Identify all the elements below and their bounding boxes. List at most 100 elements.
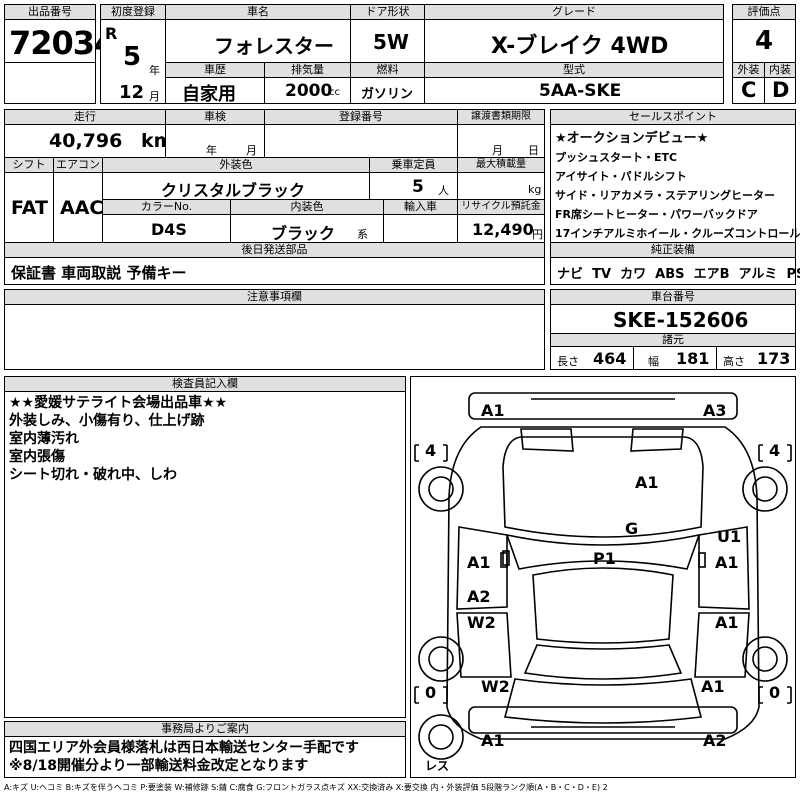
history-label: 車歴 (165, 62, 265, 78)
notes-label: 注意事項欄 (4, 289, 545, 305)
mark-roof: P1 (593, 549, 616, 568)
capacity: 5 (412, 177, 424, 197)
reg-cell: R 5 年 12 月 (100, 19, 166, 104)
grade-cell: X-ブレイク 4WD (424, 19, 724, 63)
shift-label: シフト (4, 157, 54, 173)
mark-r-fender: A1 (715, 553, 739, 572)
length: 464 (593, 349, 627, 368)
chassis-label: 車台番号 (550, 289, 796, 305)
load-cell: kg (457, 172, 545, 200)
reg-year: 5 (123, 42, 142, 72)
inspector-lines: ★★愛媛サテライト会場出品車★★ 外装しみ、小傷有り、仕上げ跡 室内薄汚れ 室内… (9, 395, 228, 483)
inspection-cell: 年 月 (165, 124, 265, 158)
fuel-cell: ガソリン (350, 77, 425, 104)
ac-cell: AAC (53, 172, 103, 243)
mileage: 40,796 (49, 130, 123, 152)
colorno-cell: D4S (102, 214, 231, 243)
height-cell: 高さ 173 (716, 346, 796, 370)
height: 173 (757, 349, 791, 368)
mark-l-quarter: W2 (481, 677, 510, 696)
legend: A:キズ U:ヘコミ B:キズを伴うヘコミ P:要塗装 W:補修跡 S:錆 C:… (4, 783, 608, 792)
shift-cell: FAT (4, 172, 54, 243)
parts-cell: 保証書 車両取説 予備キー (4, 257, 545, 285)
equipment-items: ナビ TV カワ ABS エアB アルミ PS PW (557, 267, 800, 282)
length-cell: 長さ 464 (550, 346, 634, 370)
ext-cell: C (732, 77, 765, 104)
intcolor-cell: ブラック 系 (230, 214, 384, 243)
fuel: ガソリン (361, 87, 414, 102)
inspector-label: 検査員記入欄 (4, 376, 406, 392)
name-cell: フォレスター (165, 19, 351, 63)
office-cell: 四国エリア外会員様落札は西日本輸送センター手配です ※8/18開催分より一部輸送… (4, 736, 406, 778)
width-cell: 幅 181 (633, 346, 717, 370)
shift: FAT (11, 197, 48, 219)
ext-color: クリスタルブラック (161, 181, 306, 200)
capacity-label: 乗車定員 (369, 157, 458, 173)
color-cell: クリスタルブラック (102, 172, 370, 200)
grade: X-ブレイク 4WD (491, 34, 669, 59)
mark-fr-bumper: A3 (703, 401, 727, 420)
tread-rl: 0 (425, 683, 437, 702)
door-type: 5W (373, 30, 409, 54)
parts-label: 後日発送部品 (4, 242, 545, 258)
chassis-cell: SKE-152606 (550, 304, 796, 334)
office-lines: 四国エリア外会員様落札は西日本輸送センター手配です ※8/18開催分より一部輸送… (9, 740, 359, 774)
mileage-cell: 40,796 km (4, 124, 173, 158)
parts: 保証書 車両取説 予備キー (11, 264, 187, 282)
inspector-cell: ★★愛媛サテライト会場出品車★★ 外装しみ、小傷有り、仕上げ跡 室内薄汚れ 室内… (4, 391, 406, 718)
mark-rr-bumper: A2 (703, 731, 727, 750)
mark-l-rdoor-a: A2 (467, 587, 491, 606)
reg-era: R (105, 24, 118, 43)
chassis-number: SKE-152606 (613, 308, 749, 332)
grade-label: グレード (424, 4, 724, 20)
int-color: ブラック (271, 224, 336, 243)
mark-r-fender-u: U1 (717, 527, 742, 546)
capacity-cell: 5 人 (369, 172, 458, 200)
recycle-cell: 12,490 円 (457, 214, 545, 243)
mark-rl-bumper: A1 (481, 731, 505, 750)
disp-cell: 2000 cc (264, 77, 351, 104)
lot-cell: 72034 (4, 19, 116, 63)
fuel-label: 燃料 (350, 62, 425, 78)
ac: AAC (60, 197, 104, 219)
ac-label: エアコン (53, 157, 103, 173)
damage-diagram: A1 A3 A1 G P1 U1 A1 A1 A2 W2 A1 W2 A1 A1… (410, 376, 796, 778)
recycle-label: リサイクル預託金 (457, 199, 545, 215)
mark-hood: A1 (635, 473, 659, 492)
lot-blank (4, 62, 96, 104)
load-label: 最大積載量 (457, 157, 545, 173)
reg-month: 12 (119, 82, 145, 103)
mark-windshield: G (625, 519, 639, 538)
reg-label: 初度登録 (100, 4, 166, 20)
int-grade: D (772, 78, 790, 102)
ext-label: 外装 (732, 62, 765, 78)
mark-fl-bumper: A1 (481, 401, 505, 420)
int-cell: D (764, 77, 796, 104)
door-cell: 5W (350, 19, 425, 63)
regno-cell (264, 124, 458, 158)
displacement: 2000 (285, 81, 333, 101)
transfer-label: 譲渡書類期限 (457, 109, 545, 125)
mark-r-quarter: A1 (701, 677, 725, 696)
width: 181 (676, 349, 710, 368)
office-label: 事務局よりご案内 (4, 721, 406, 737)
car-name: フォレスター (214, 34, 334, 58)
history-cell: 自家用 (165, 77, 265, 105)
tread-rr: 0 (769, 683, 781, 702)
history: 自家用 (182, 84, 236, 105)
mark-l-fdoor: A1 (467, 553, 491, 572)
spare-tire: レス (425, 759, 450, 773)
sales-cell: ★オークションデビュー★ プッシュスタート・ETC アイサイト・パドルシフト サ… (550, 124, 800, 243)
door-label: ドア形状 (350, 4, 425, 20)
color-no: D4S (151, 220, 187, 239)
car-outline-diagram (414, 392, 792, 760)
inspection-label: 車検 (165, 109, 265, 125)
intcolor-label: 内装色 (230, 199, 384, 215)
sales-lines: ★オークションデビュー★ プッシュスタート・ETC アイサイト・パドルシフト サ… (555, 131, 800, 240)
import-cell (383, 214, 458, 243)
lot-label: 出品番号 (4, 4, 96, 20)
specs-label: 諸元 (550, 333, 796, 347)
regno-label: 登録番号 (264, 109, 458, 125)
score-label: 評価点 (732, 4, 796, 20)
notes-cell (4, 304, 545, 370)
